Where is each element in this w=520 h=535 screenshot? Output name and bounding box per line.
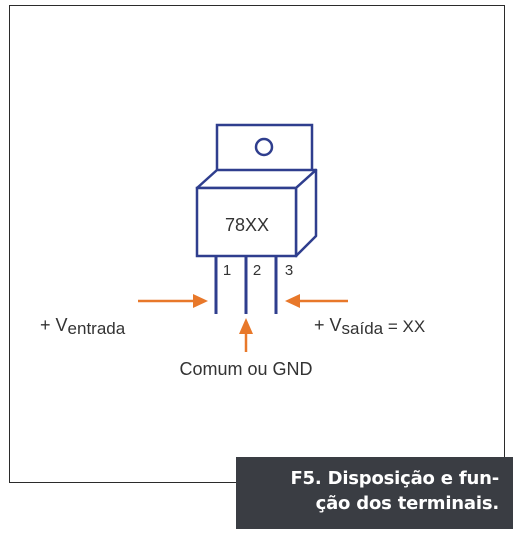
output-label-prefix: + V [314, 315, 342, 335]
ground-arrow-icon [239, 318, 253, 334]
input-label-prefix: + V [40, 315, 68, 335]
figure-caption: F5. Disposição e fun- ção dos terminais. [236, 457, 513, 529]
caption-line-2: ção dos terminais. [315, 493, 500, 514]
ground-label: Comum ou GND [179, 359, 312, 379]
input-label: + Ventrada [40, 315, 126, 338]
pin-3-number: 3 [285, 262, 293, 279]
input-label-subscript: entrada [68, 319, 126, 338]
pin-2-number: 2 [253, 262, 261, 279]
output-label: + Vsaída = XX [314, 315, 425, 338]
output-label-suffix: = XX [383, 317, 425, 336]
input-arrow-icon [193, 294, 208, 308]
output-label-subscript: saída [342, 319, 384, 338]
output-arrow-icon [285, 294, 300, 308]
pin-1-number: 1 [223, 262, 231, 279]
part-label: 78XX [225, 215, 269, 235]
mounting-hole-icon [254, 137, 274, 157]
caption-line-1: F5. Disposição e fun- [290, 468, 499, 489]
